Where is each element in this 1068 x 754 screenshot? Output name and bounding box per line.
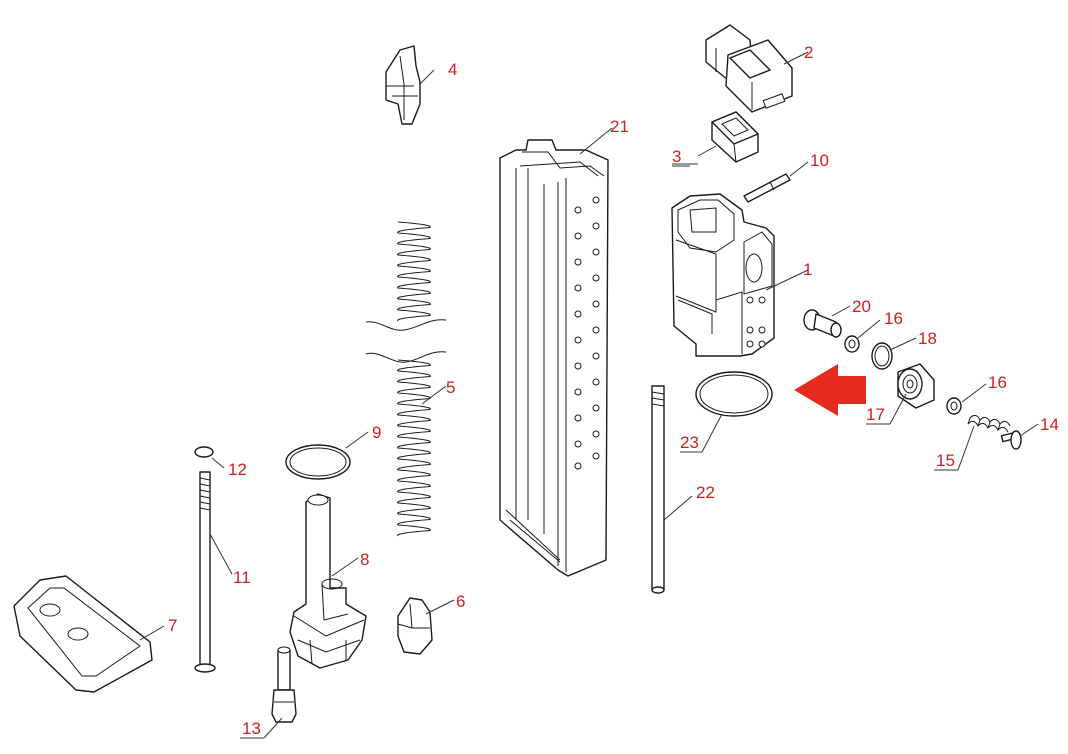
- left-arrow-icon: [794, 364, 866, 416]
- part-20-valve-pin: [803, 309, 842, 338]
- callout-underlines: [242, 165, 956, 739]
- callout-13: 13: [242, 719, 261, 738]
- callout-22: 22: [696, 483, 715, 502]
- callout-1: 1: [803, 260, 812, 279]
- callout-2: 2: [804, 43, 813, 62]
- part-2-top-cap: [705, 24, 793, 113]
- callout-17: 17: [866, 405, 885, 424]
- part-6-clip: [397, 597, 433, 655]
- part-15-small-spring: [967, 414, 1011, 433]
- part-14-screw: [1000, 430, 1022, 450]
- callout-7: 7: [168, 616, 177, 635]
- part-21-magazine-tube: [499, 139, 609, 577]
- part-16-washer-upper: [844, 335, 860, 353]
- part-23-o-ring: [695, 371, 773, 417]
- part-8-follower: [289, 493, 367, 669]
- part-10-pin: [743, 173, 791, 203]
- callout-16-lower: 16: [988, 373, 1007, 392]
- callout-21: 21: [610, 117, 629, 136]
- part-22-rod: [651, 385, 665, 594]
- callout-11: 11: [233, 568, 251, 587]
- part-1-housing: [671, 193, 775, 357]
- callout-8: 8: [360, 550, 369, 569]
- callout-6: 6: [456, 592, 465, 611]
- callout-3: 3: [672, 147, 681, 166]
- callout-5: 5: [446, 378, 455, 397]
- part-17-valve-seat: [897, 363, 935, 409]
- part-7-base-plate: [13, 575, 153, 693]
- callout-14: 14: [1040, 415, 1059, 434]
- callout-9: 9: [372, 423, 381, 442]
- callout-15: 15: [936, 451, 955, 470]
- callout-4: 4: [448, 60, 457, 79]
- part-12-e-clip: [194, 446, 214, 458]
- part-3-block: [711, 111, 759, 163]
- part-9-o-ring: [285, 444, 351, 480]
- callout-16-upper: 16: [884, 309, 903, 328]
- callout-labels: 1 2 3 4 5 6 7 8 9 10 11 12 13 14 15 16 1…: [168, 43, 1059, 738]
- callout-12: 12: [228, 460, 247, 479]
- part-16-washer-lower: [946, 397, 962, 415]
- callout-23: 23: [680, 433, 699, 452]
- part-5-spring: [365, 221, 447, 537]
- part-13-pin: [271, 646, 297, 723]
- part-11-long-screw: [194, 471, 216, 673]
- part-18-o-ring: [871, 342, 893, 370]
- round-count-marks: [574, 196, 600, 470]
- callout-18: 18: [918, 329, 937, 348]
- callout-10: 10: [810, 151, 829, 170]
- callout-20: 20: [852, 297, 871, 316]
- part-4-clip: [385, 45, 421, 125]
